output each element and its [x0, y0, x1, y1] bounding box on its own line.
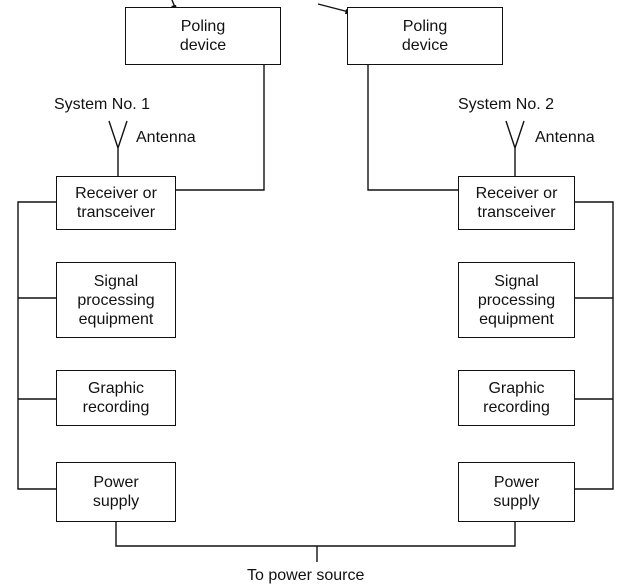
system1-graphic-recording-box: Graphic recording — [56, 370, 176, 426]
system1-signal-processing-label: Signal processing equipment — [77, 272, 155, 328]
system1-poling-device-box: Poling device — [125, 7, 281, 65]
system1-power-supply-label: Power supply — [92, 474, 140, 510]
system1-power-supply-box: Power supply — [56, 462, 176, 522]
system1-graphic-recording-label: Graphic recording — [82, 380, 150, 416]
power-source-line — [115, 522, 516, 562]
system1-receiver-label: Receiver or transceiver — [75, 185, 157, 221]
bus-left-system1 — [17, 201, 56, 490]
system2-signal-processing-box: Signal processing equipment — [458, 262, 575, 338]
system2-receiver-label: Receiver or transceiver — [475, 185, 558, 221]
bus-right-system2 — [575, 201, 614, 490]
poling-link-arrow-right — [317, 3, 350, 13]
system2-signal-processing-label: Signal processing equipment — [477, 272, 556, 328]
system2-power-supply-label: Power supply — [493, 474, 540, 510]
poling2-to-receiver2-line — [367, 64, 458, 191]
system2-antenna-label: Antenna — [535, 129, 595, 146]
system1-antenna-label: Antenna — [136, 129, 196, 146]
system2-graphic-recording-label: Graphic recording — [483, 380, 550, 416]
system2-poling-device-box: Poling device — [347, 7, 503, 65]
antenna1-icon — [108, 120, 128, 176]
antenna2-icon — [505, 120, 525, 176]
system1-signal-processing-box: Signal processing equipment — [56, 262, 176, 338]
power-source-label: To power source — [247, 567, 365, 584]
system2-label: System No. 2 — [458, 96, 555, 113]
system2-receiver-box: Receiver or transceiver — [458, 176, 575, 230]
system2-power-supply-box: Power supply — [458, 462, 575, 522]
system2-poling-device-label: Poling device — [401, 18, 449, 54]
system1-receiver-box: Receiver or transceiver — [56, 176, 176, 230]
poling1-to-receiver1-line — [164, 64, 265, 191]
system1-label: System No. 1 — [54, 96, 151, 113]
system2-graphic-recording-box: Graphic recording — [458, 370, 575, 426]
system1-poling-device-label: Poling device — [179, 18, 227, 54]
